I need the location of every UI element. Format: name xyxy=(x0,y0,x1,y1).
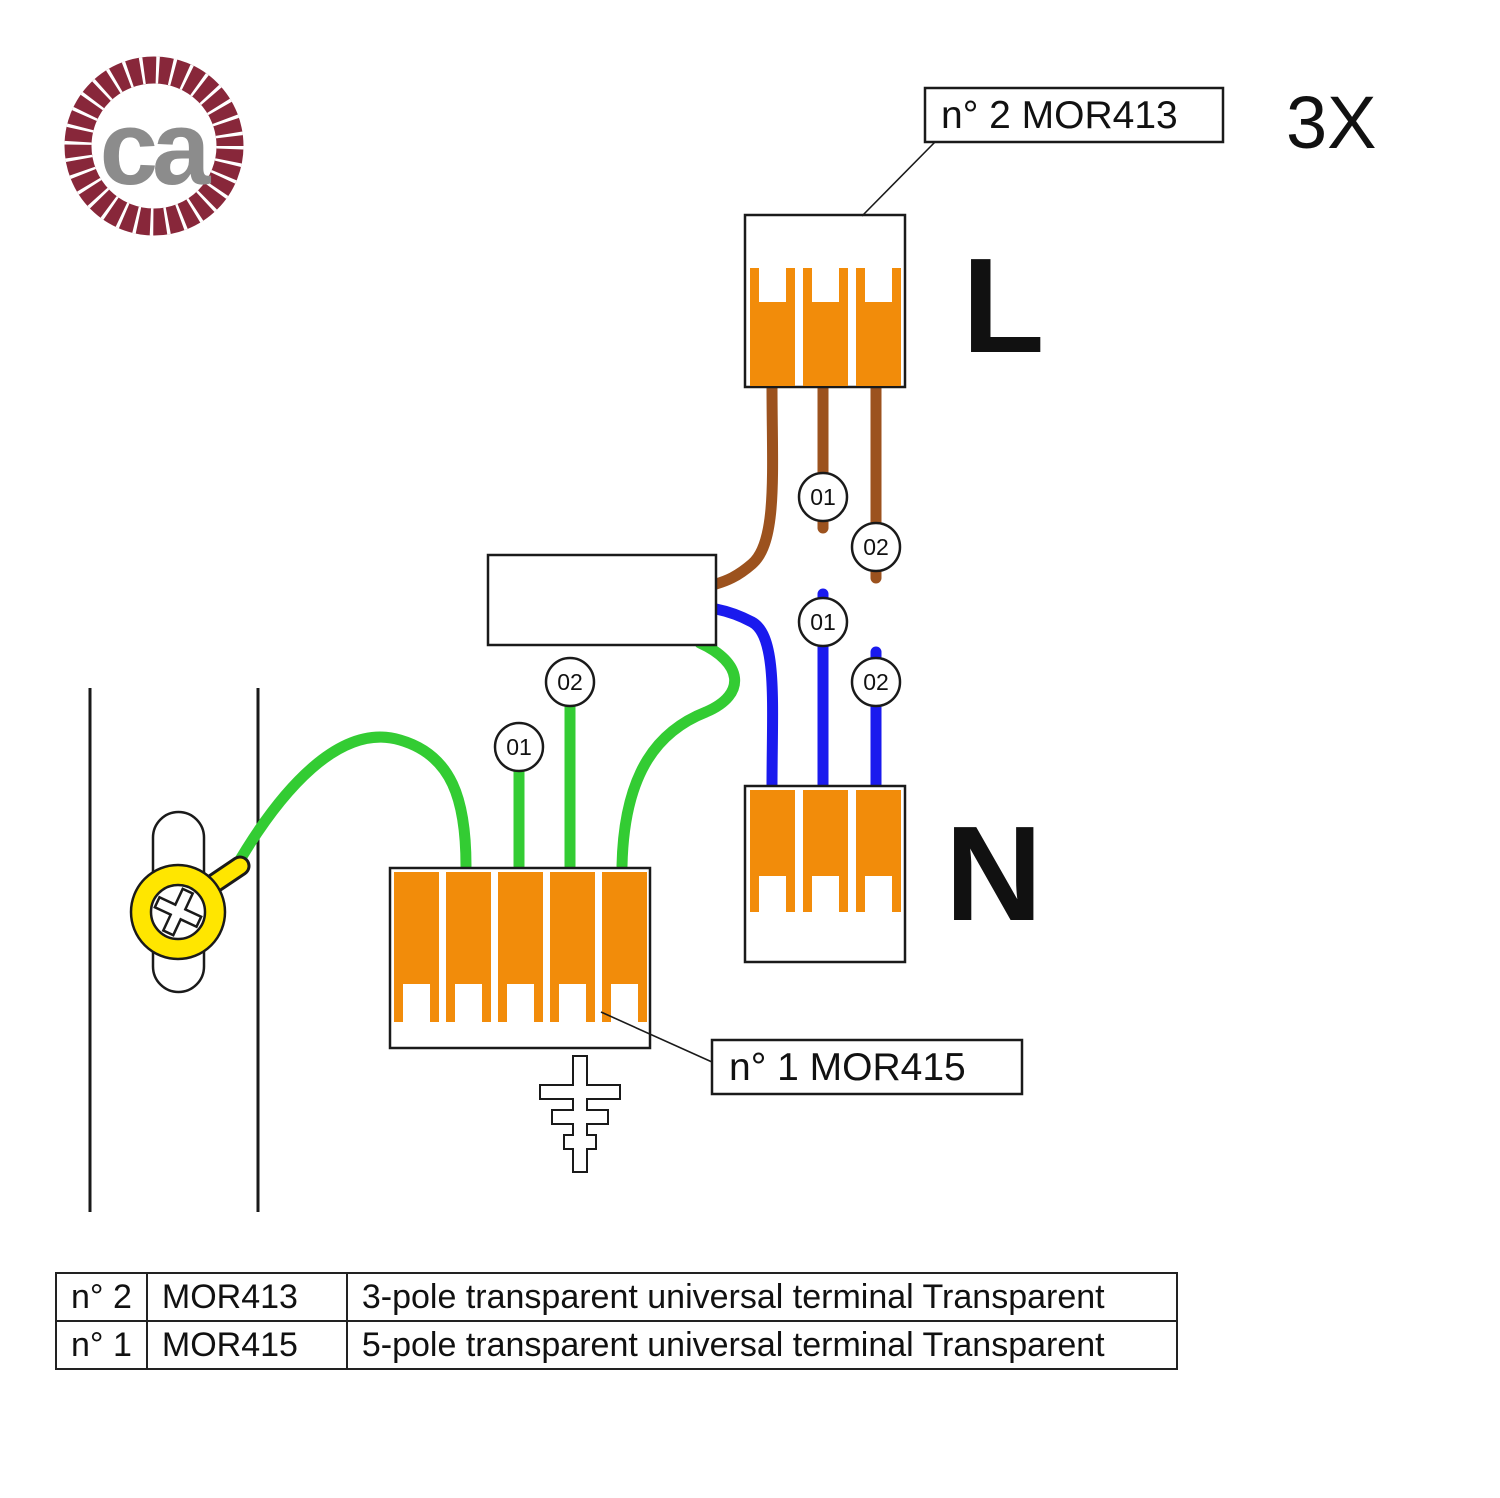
table-row-mor413: n° 2 MOR413 3-pole transparent universal… xyxy=(55,1272,1178,1322)
pole-tab xyxy=(750,874,759,912)
live-letter: L xyxy=(962,230,1044,381)
pole xyxy=(803,790,848,876)
pole xyxy=(550,872,595,984)
pole-tab xyxy=(586,982,595,1022)
leader-line xyxy=(861,141,936,217)
terminal-block-mor413-live xyxy=(743,213,907,389)
pole xyxy=(750,790,795,876)
pole xyxy=(602,872,647,984)
tag-circle xyxy=(797,471,849,523)
wire-tag-earth-02: 02 xyxy=(544,656,596,708)
pole-tab xyxy=(839,268,848,306)
callout-mor415: n° 1 MOR415 xyxy=(600,1011,1024,1096)
neutral-letter: N xyxy=(945,798,1043,949)
pole-tab xyxy=(750,268,759,306)
tag-text: 01 xyxy=(810,484,836,510)
earth-wire-to-ring xyxy=(228,731,472,876)
pole xyxy=(750,302,795,386)
earth-wire-to-box xyxy=(616,637,740,872)
junction-box xyxy=(486,553,718,647)
tag-text: 01 xyxy=(810,609,836,635)
callout-box xyxy=(923,86,1225,144)
brand-logo: ca xyxy=(64,56,244,236)
pole-tab xyxy=(550,982,559,1022)
desc-cell: 3-pole transparent universal terminal Tr… xyxy=(345,1272,1178,1322)
pole-tab xyxy=(430,982,439,1022)
leader-line xyxy=(600,1011,713,1063)
neutral-wire-to-box xyxy=(710,603,779,792)
pole-tab xyxy=(839,874,848,912)
tag-text: 01 xyxy=(506,734,532,760)
live-wire-to-box xyxy=(710,380,779,590)
logo-text: ca xyxy=(100,90,212,207)
wire-tag-live-02: 02 xyxy=(850,521,902,573)
pole-tab xyxy=(892,268,901,306)
pole-tab xyxy=(786,874,795,912)
code-cell: MOR413 xyxy=(145,1272,348,1322)
bom-table: n° 2 MOR413 3-pole transparent universal… xyxy=(55,1272,1178,1370)
pole-tab xyxy=(856,268,865,306)
pole xyxy=(803,302,848,386)
pole-tab xyxy=(482,982,491,1022)
pole-tab xyxy=(498,982,507,1022)
pole-tab xyxy=(602,982,611,1022)
wire-tag-neutral-02: 02 xyxy=(850,656,902,708)
tag-circle xyxy=(850,521,902,573)
pole-tab xyxy=(446,982,455,1022)
qty-cell: n° 1 xyxy=(55,1320,148,1370)
tag-circle xyxy=(493,721,545,773)
pole xyxy=(394,872,439,984)
pole-tab xyxy=(786,268,795,306)
tag-circle xyxy=(544,656,596,708)
tag-text: 02 xyxy=(863,534,889,560)
terminal-block-mor415-earth xyxy=(388,866,652,1050)
pole-tab xyxy=(856,874,865,912)
tag-circle xyxy=(797,596,849,648)
wire-tag-neutral-01: 01 xyxy=(797,596,849,648)
neutral-wires xyxy=(710,588,882,792)
pole xyxy=(856,790,901,876)
pole-tab xyxy=(394,982,403,1022)
wire-tag-live-01: 01 xyxy=(797,471,849,523)
callout-mor413: n° 2 MOR413 xyxy=(861,86,1225,217)
qty-cell: n° 2 xyxy=(55,1272,148,1322)
multiplier-text: 3X xyxy=(1286,81,1377,164)
ring-terminal xyxy=(129,855,251,961)
callout-box xyxy=(710,1038,1024,1096)
pole xyxy=(856,302,901,386)
tag-text: 02 xyxy=(557,669,583,695)
pole xyxy=(498,872,543,984)
rope-texture xyxy=(64,56,244,236)
pole-tab xyxy=(638,982,647,1022)
tag-circle xyxy=(850,656,902,708)
table-row-mor415: n° 1 MOR415 5-pole transparent universal… xyxy=(55,1320,1178,1370)
terminal-block-mor413-neutral xyxy=(743,784,907,964)
callout-text: n° 1 MOR415 xyxy=(729,1046,966,1089)
desc-cell: 5-pole transparent universal terminal Tr… xyxy=(345,1320,1178,1370)
code-cell: MOR415 xyxy=(145,1320,348,1370)
pole-tab xyxy=(803,268,812,306)
phillips-screw-icon xyxy=(153,887,203,937)
earth-ground-icon xyxy=(539,1055,621,1173)
callout-text: n° 2 MOR413 xyxy=(941,94,1178,137)
wire-tag-earth-01: 01 xyxy=(493,721,545,773)
pole xyxy=(446,872,491,984)
pole-tab xyxy=(534,982,543,1022)
pole-tab xyxy=(803,874,812,912)
earth-wires xyxy=(228,637,740,876)
pole-tab xyxy=(892,874,901,912)
tag-text: 02 xyxy=(863,669,889,695)
